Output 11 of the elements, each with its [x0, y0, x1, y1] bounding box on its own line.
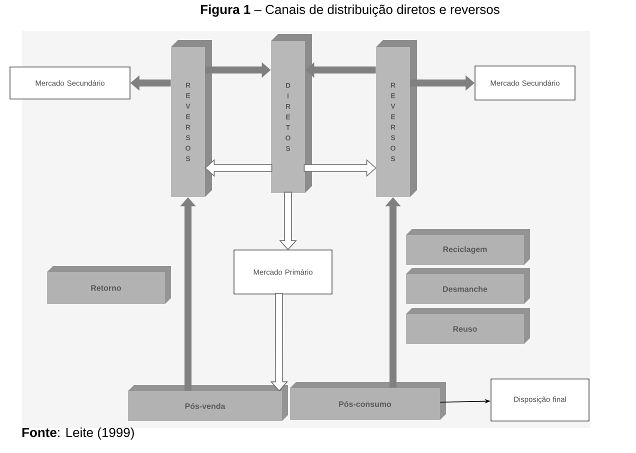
source-caption: Fonte: Leite (1999)	[22, 428, 134, 440]
stage-block: Reciclagem	[406, 229, 530, 265]
arrow	[304, 159, 376, 177]
stage-block: Retorno	[47, 266, 171, 304]
stage-block: Desmanche	[406, 268, 530, 304]
arrow	[204, 159, 272, 177]
stage-block: Reuso	[406, 308, 530, 344]
figure-title: Figura 1 – Canais de distribuição diretos e reversos	[200, 4, 500, 17]
stage-block: Pós-venda	[128, 385, 288, 421]
arrow	[279, 192, 297, 250]
stage-block: Pós-consumo	[290, 382, 446, 420]
